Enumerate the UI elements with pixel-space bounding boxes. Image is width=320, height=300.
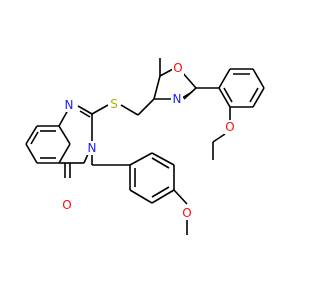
bond: [129, 189, 153, 204]
atom-n-quinazoline-bottom: N: [88, 141, 97, 155]
label-mask: [61, 198, 73, 212]
atom-n-quinazoline-top: N: [65, 98, 74, 112]
bond: [249, 87, 259, 103]
atom-o-oxazole: O: [173, 61, 182, 75]
bond: [129, 152, 153, 166]
bond: [91, 104, 109, 115]
bond: [151, 186, 170, 198]
bond: [25, 125, 38, 145]
bond: [77, 105, 93, 115]
bond: [212, 133, 226, 143]
bond-layer: [25, 58, 265, 235]
label-mask: [181, 206, 193, 220]
bond: [252, 68, 265, 89]
bond: [79, 110, 91, 118]
bond: [153, 75, 161, 100]
structure-canvas: N N S N O O O O: [25, 58, 265, 235]
atom-s-thioether: S: [110, 97, 118, 111]
bond: [25, 143, 38, 164]
atom-o-methoxy: O: [182, 206, 191, 220]
bond: [137, 98, 155, 116]
bond: [58, 109, 69, 127]
label-mask: [171, 92, 183, 106]
bond: [181, 91, 193, 99]
label-mask: [86, 141, 98, 155]
atom-o-carbonyl: O: [62, 198, 71, 212]
bond: [223, 87, 233, 103]
atom-n-oxazole: N: [173, 92, 182, 106]
bond: [151, 189, 175, 204]
atom-o-ethoxy: O: [225, 120, 234, 134]
bond: [151, 152, 175, 166]
bond: [58, 125, 71, 145]
bond: [120, 104, 139, 116]
atom-label-layer: N N S N O O O O: [61, 61, 236, 220]
label-mask: [108, 97, 120, 111]
bond: [159, 68, 174, 77]
bond: [181, 71, 197, 89]
label-mask: [172, 61, 184, 75]
bond: [58, 143, 71, 164]
bond: [173, 189, 188, 205]
label-mask: [63, 98, 75, 112]
label-mask: [224, 120, 236, 134]
bond: [30, 131, 39, 145]
bond: [151, 157, 170, 169]
bond: [218, 68, 231, 89]
bond: [252, 87, 265, 108]
molecule-structure-diagram: N N S N O O O O: [25, 58, 265, 235]
bond: [218, 87, 231, 108]
